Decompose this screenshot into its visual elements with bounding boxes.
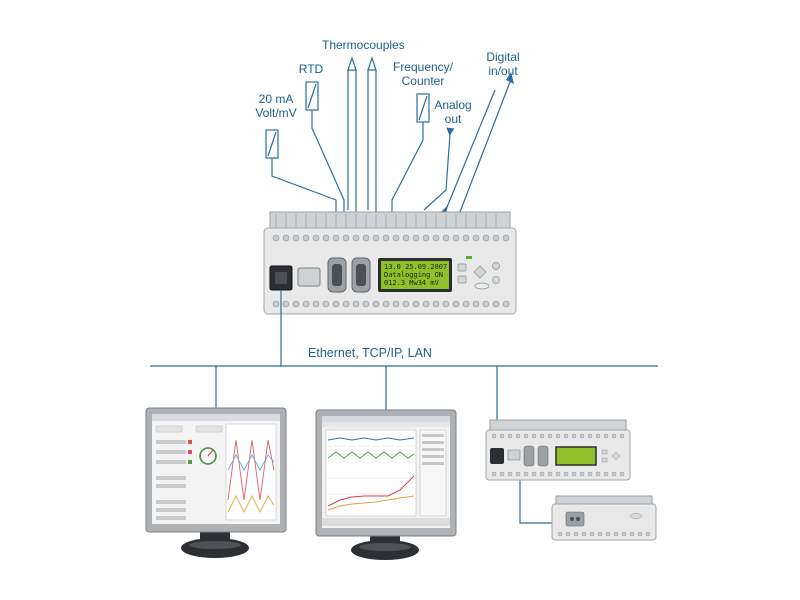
digital-line-2	[459, 81, 511, 213]
sensor-symbols	[265, 81, 430, 159]
gauge-icon	[199, 447, 217, 465]
data-logger-2	[485, 419, 631, 481]
digital-out-arrow-icon	[506, 72, 514, 84]
logger-top-terminal-ridges	[275, 214, 497, 230]
expansion-module	[551, 495, 657, 541]
label-rtd: RTD	[298, 62, 324, 76]
label-current-voltage-1: 20 mA	[258, 92, 294, 106]
label-digital-1: Digital	[486, 50, 520, 64]
label-current-voltage-2: Volt/mV	[255, 106, 297, 120]
label-frequency-1: Frequency/	[392, 60, 454, 74]
thermocouple-tips	[347, 56, 377, 71]
digital-line-1	[444, 89, 496, 213]
serial-port-2-icon	[351, 257, 371, 293]
arrow-heads	[441, 72, 514, 214]
monitor-2-trace-2	[327, 475, 415, 507]
frequency-sensor-icon	[416, 93, 430, 123]
serial-port-1-icon	[327, 257, 347, 293]
frequency-line	[391, 122, 424, 216]
current-voltage-sensor-icon	[265, 129, 279, 159]
logger-2-ethernet-port-icon	[490, 448, 504, 464]
monitor-2-trace-4	[327, 437, 415, 441]
usb-connector-icon	[297, 267, 321, 287]
lcd-line-2: Datalogging ON	[384, 271, 444, 279]
keypad-arrow-icon	[473, 265, 487, 279]
lcd-line-1: 13.0 25.09.2007	[384, 263, 448, 271]
sensor-lines	[271, 70, 511, 216]
label-analog-2: out	[444, 112, 462, 126]
label-network: Ethernet, TCP/IP, LAN	[308, 346, 432, 360]
label-digital-2: in/out	[488, 64, 518, 78]
data-logger	[263, 211, 517, 315]
monitor-1-trace-2	[227, 454, 275, 471]
monitor-1-trace-1	[227, 439, 275, 501]
logger-keypad	[457, 262, 500, 290]
current-voltage-line	[271, 158, 337, 216]
logger-lcd-screen	[381, 261, 449, 289]
logger-2-lcd-screen	[555, 446, 597, 466]
monitor-2	[315, 409, 457, 560]
analog-out-arrow-icon	[446, 127, 455, 136]
monitor-1	[145, 407, 287, 558]
label-analog-1: Analog	[434, 98, 472, 112]
monitor-2-trace-1	[327, 451, 415, 459]
monitor-2-trace-3	[327, 495, 415, 511]
lcd-line-3: 012.3 Mw34 mV	[384, 279, 439, 287]
thermocouple-tip-2	[367, 56, 377, 71]
label-thermocouples: Thermocouples	[322, 38, 405, 52]
rtd-line	[311, 110, 345, 216]
logger-bottom-screws	[272, 300, 510, 308]
ethernet-port-socket	[275, 272, 287, 284]
expansion-module-connector-icon	[565, 511, 585, 527]
rtd-sensor-icon	[305, 81, 319, 111]
status-led	[466, 256, 472, 259]
analog-out-line	[423, 133, 451, 211]
label-frequency-2: Counter	[401, 74, 445, 88]
logger-top-screws	[272, 234, 510, 242]
thermocouple-tip-1	[347, 56, 357, 71]
monitor-1-trace-3	[227, 494, 275, 514]
